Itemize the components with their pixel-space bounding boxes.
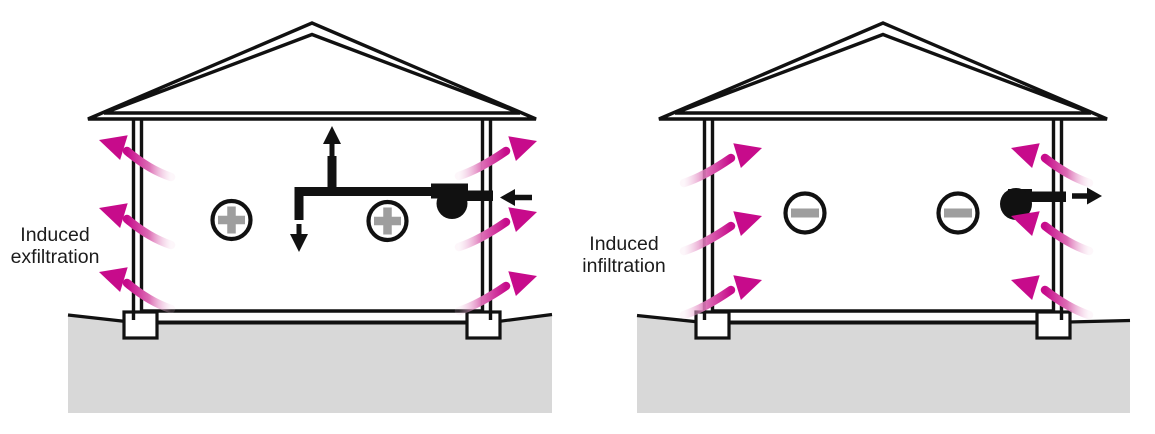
leak-arrows-right-wall xyxy=(1011,143,1094,320)
ground xyxy=(637,316,1130,413)
footing-left xyxy=(122,310,159,340)
leak-arrow-icon xyxy=(1011,211,1094,256)
leak-arrow-head xyxy=(733,211,762,236)
leak-arrow-tail xyxy=(1040,153,1094,188)
leak-arrow-icon xyxy=(679,143,762,188)
right-wall xyxy=(480,117,493,320)
leak-arrows-right-wall xyxy=(454,136,537,316)
left-house xyxy=(67,21,553,413)
leak-arrow-icon xyxy=(454,136,537,181)
intake-arrow-head xyxy=(500,189,515,206)
leak-arrow-head xyxy=(733,275,762,300)
ground-line-left xyxy=(636,313,700,324)
ground-line-right xyxy=(497,312,553,324)
roof xyxy=(87,21,537,121)
leak-arrow-icon xyxy=(1011,275,1094,320)
leak-arrow-icon xyxy=(679,275,762,320)
fan-wall-duct xyxy=(458,190,493,201)
exfiltration-label: Induced exfiltration xyxy=(0,224,110,268)
minus-bar xyxy=(791,208,819,218)
intake-air-arrow-icon xyxy=(500,189,532,206)
leak-arrow-tail xyxy=(454,217,511,252)
exfiltration-label-line2: exfiltration xyxy=(10,245,100,268)
leak-arrow-tail xyxy=(1040,285,1094,320)
leak-arrow-head xyxy=(99,135,128,160)
leak-arrow-tail xyxy=(122,278,176,314)
minus-pressure-icon xyxy=(936,191,980,235)
ground-line-left xyxy=(67,313,127,324)
footing-right xyxy=(465,310,502,340)
left-wall xyxy=(702,117,715,320)
leak-arrow-head xyxy=(1011,143,1040,168)
right-house xyxy=(636,21,1131,413)
leak-arrow-icon xyxy=(454,207,537,252)
leak-arrow-icon xyxy=(454,271,537,316)
leak-arrow-head xyxy=(1011,275,1040,300)
right-wall xyxy=(1051,117,1064,320)
footing-left xyxy=(694,310,731,340)
leak-arrow-tail xyxy=(1040,221,1094,256)
down-arrow-head xyxy=(290,234,308,252)
ground-line-right xyxy=(1068,318,1131,324)
plus-bar-v xyxy=(227,206,236,234)
infiltration-label-line1: Induced xyxy=(589,233,659,255)
leak-arrow-tail xyxy=(122,214,176,250)
leak-arrow-head xyxy=(508,271,537,296)
leak-arrow-head xyxy=(733,143,762,168)
plus-pressure-icon xyxy=(366,199,409,243)
footing-right xyxy=(1035,310,1072,340)
minus-bar xyxy=(944,208,972,218)
leak-arrow-icon xyxy=(99,135,176,182)
leak-arrows-left-wall xyxy=(99,135,176,314)
leak-arrow-tail xyxy=(679,285,736,320)
leak-arrow-head xyxy=(99,267,128,292)
plus-pressure-icon xyxy=(210,198,253,242)
exfiltration-label-line1: Induced xyxy=(20,224,90,246)
leak-arrow-tail xyxy=(454,146,511,181)
up-arrow-head xyxy=(323,126,341,144)
exhaust-arrow-head xyxy=(1087,187,1102,205)
exhaust-air-arrow-icon xyxy=(1072,187,1102,205)
leak-arrow-icon xyxy=(99,203,176,250)
leak-arrow-head xyxy=(1011,211,1040,236)
supply-fan-icon xyxy=(431,183,493,219)
leak-arrow-icon xyxy=(99,267,176,314)
supply-duct xyxy=(290,126,448,252)
leak-arrow-icon xyxy=(679,211,762,256)
leak-arrow-tail xyxy=(454,281,511,316)
up-arrow-icon xyxy=(323,126,341,158)
roof xyxy=(658,21,1108,121)
leak-arrow-head xyxy=(508,207,537,232)
leak-arrows-left-wall xyxy=(679,143,762,320)
leak-arrow-tail xyxy=(679,153,736,188)
infiltration-label-line2: infiltration xyxy=(582,254,666,277)
leak-arrow-tail xyxy=(679,221,736,256)
minus-pressure-icon xyxy=(783,191,827,235)
leak-arrow-head xyxy=(99,203,128,228)
leak-arrow-icon xyxy=(1011,143,1094,188)
plus-bar-v xyxy=(383,207,392,235)
ground xyxy=(68,315,552,413)
duct-run xyxy=(294,187,448,220)
down-arrow-icon xyxy=(290,224,308,252)
exhaust-fan-icon xyxy=(1000,188,1066,220)
fan-wall-duct xyxy=(1016,191,1066,202)
leak-arrow-tail xyxy=(122,146,176,182)
infiltration-label: Induced infiltration xyxy=(569,233,679,277)
leak-arrow-head xyxy=(508,136,537,161)
